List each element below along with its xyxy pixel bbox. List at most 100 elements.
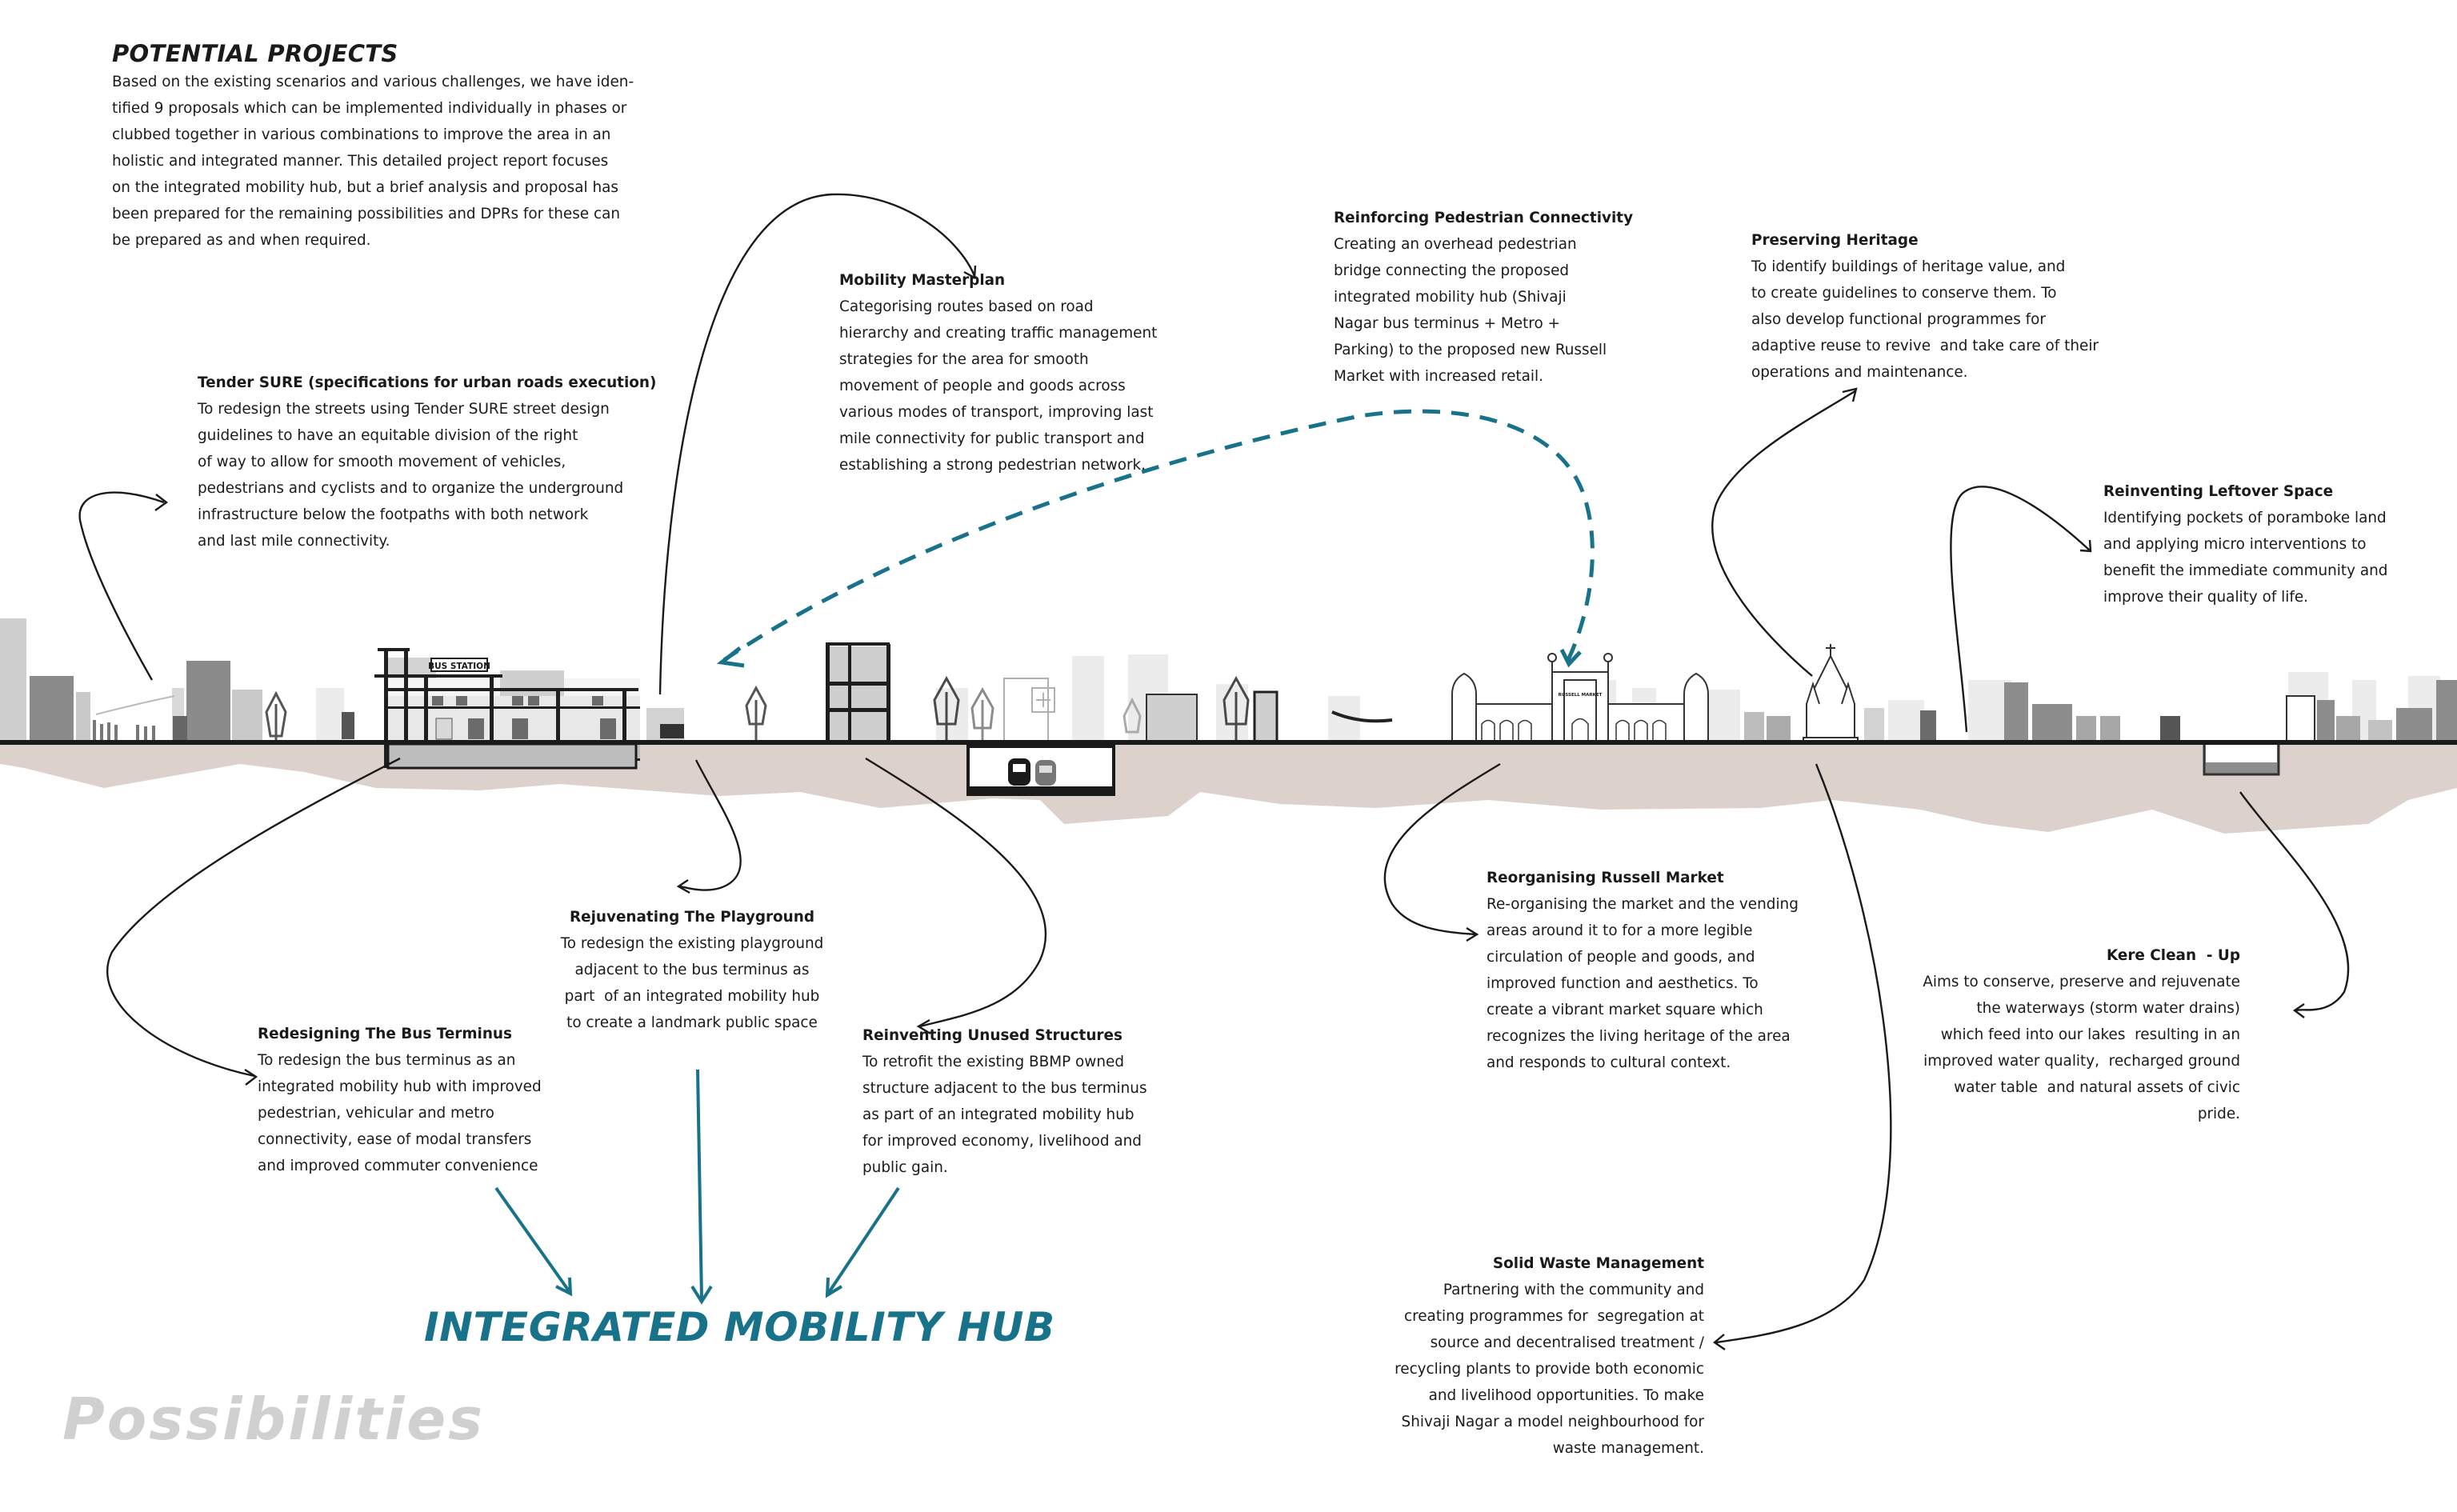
proposal-title: Kere Clean - Up xyxy=(2106,947,2240,964)
proposal-line: recycling plants to provide both economi… xyxy=(1395,1361,1704,1378)
proposal-line: structure adjacent to the bus terminus xyxy=(862,1080,1147,1097)
proposal-line: to create a landmark public space xyxy=(566,1014,818,1031)
proposal-line: improved water quality, recharged ground xyxy=(1923,1053,2240,1070)
proposal-bus-terminus: Redesigning The Bus Terminus To redesign… xyxy=(258,1021,542,1179)
proposal-line: integrated mobility hub with improved xyxy=(258,1078,542,1095)
proposal-line: Categorising routes based on road xyxy=(839,298,1094,315)
proposal-title: Reinventing Unused Structures xyxy=(862,1027,1122,1044)
proposal-playground: Rejuvenating The Playground To redesign … xyxy=(560,904,824,1036)
storm-water-drain xyxy=(2203,745,2280,776)
proposal-line: mile connectivity for public transport a… xyxy=(839,430,1145,447)
bus-station-basement xyxy=(386,742,638,770)
proposal-line: bridge connecting the proposed xyxy=(1334,262,1570,279)
proposal-line: which feed into our lakes resulting in a… xyxy=(1940,1026,2240,1043)
proposal-title: Reorganising Russell Market xyxy=(1487,870,1724,886)
proposal-line: and livelihood opportunities. To make xyxy=(1428,1387,1704,1404)
proposal-line: creating programmes for segregation at xyxy=(1403,1308,1704,1325)
proposal-line: recognizes the living heritage of the ar… xyxy=(1487,1028,1791,1045)
proposal-title: Reinventing Leftover Space xyxy=(2103,483,2334,500)
proposal-russell-market: Reorganising Russell Market Re-organisin… xyxy=(1487,865,1799,1076)
intro-section: POTENTIAL PROJECTS Based on the existing… xyxy=(112,40,634,254)
proposal-line: also develop functional programmes for xyxy=(1751,311,2046,328)
proposal-title: Preserving Heritage xyxy=(1751,232,1919,249)
hospital-building xyxy=(1003,678,1055,743)
intro-line: Based on the existing scenarios and vari… xyxy=(112,74,634,90)
tree-icon xyxy=(745,685,767,744)
proposal-line: establishing a strong pedestrian network… xyxy=(839,457,1146,474)
proposal-line: hierarchy and creating traffic managemen… xyxy=(839,325,1158,342)
proposal-title: Reinforcing Pedestrian Connectivity xyxy=(1334,210,1634,226)
proposal-line: benefit the immediate community and xyxy=(2103,562,2388,579)
proposal-line: of way to allow for smooth movement of v… xyxy=(198,454,566,470)
proposal-line: and applying micro interventions to xyxy=(2103,536,2367,553)
proposal-line: Creating an overhead pedestrian xyxy=(1334,236,1577,253)
proposal-unused-structures: Reinventing Unused Structures To retrofi… xyxy=(862,1022,1147,1181)
proposal-line: infrastructure below the footpaths with … xyxy=(198,506,589,523)
proposal-solid-waste: Solid Waste Management Partnering with t… xyxy=(1384,1250,1704,1462)
proposal-line: water table and natural assets of civic xyxy=(1954,1079,2240,1096)
church-building xyxy=(1803,644,1859,745)
proposal-line: To redesign the streets using Tender SUR… xyxy=(198,401,610,418)
proposal-title: Redesigning The Bus Terminus xyxy=(258,1026,512,1042)
proposal-line: the waterways (storm water drains) xyxy=(1976,1000,2240,1017)
proposal-line: areas around it to for a more legible xyxy=(1487,922,1753,939)
proposal-line: connectivity, ease of modal transfers xyxy=(258,1131,532,1148)
integrated-mobility-hub-label: INTEGRATED MOBILITY HUB xyxy=(424,1304,1055,1350)
proposal-line: strategies for the area for smooth xyxy=(839,351,1089,368)
intro-line: been prepared for the remaining possibil… xyxy=(112,206,621,222)
proposal-line: various modes of transport, improving la… xyxy=(839,404,1154,421)
proposal-line: pedestrian, vehicular and metro xyxy=(258,1105,494,1122)
ground-line xyxy=(0,740,2457,745)
left-buildings xyxy=(0,618,262,744)
intro-line: holistic and integrated manner. This det… xyxy=(112,153,609,170)
proposal-mobility-masterplan: Mobility Masterplan Categorising routes … xyxy=(839,267,1157,478)
proposal-line: and responds to cultural context. xyxy=(1487,1054,1731,1071)
proposal-line: and improved commuter convenience xyxy=(258,1158,538,1174)
hub-arrows xyxy=(494,1069,900,1305)
proposal-line: pedestrians and cyclists and to organize… xyxy=(198,480,624,497)
intro-paragraph: Based on the existing scenarios and vari… xyxy=(112,69,634,254)
intro-line: be prepared as and when required. xyxy=(112,232,371,249)
proposal-line: part of an integrated mobility hub xyxy=(564,988,820,1005)
bus-station-sign: BUS STATION xyxy=(428,662,490,671)
proposal-title: Rejuvenating The Playground xyxy=(569,909,815,926)
metro-tunnel xyxy=(966,745,1115,796)
proposal-line: as part of an integrated mobility hub xyxy=(862,1106,1134,1123)
intro-line: clubbed together in various combinations… xyxy=(112,126,611,143)
proposal-title: Solid Waste Management xyxy=(1492,1255,1704,1272)
proposal-line: to create guidelines to conserve them. T… xyxy=(1751,285,2057,302)
proposal-line: Parking) to the proposed new Russell xyxy=(1334,342,1607,358)
tree-icon xyxy=(265,690,287,744)
proposal-leftover-space: Reinventing Leftover Space Identifying p… xyxy=(2103,478,2387,610)
proposal-line: public gain. xyxy=(862,1159,948,1176)
proposal-line: pride. xyxy=(2197,1106,2240,1122)
ground-profile xyxy=(0,744,2457,834)
proposal-title: Mobility Masterplan xyxy=(839,272,1006,289)
pedestrian-bridge-arrow xyxy=(716,409,1595,668)
proposal-line: adaptive reuse to revive and take care o… xyxy=(1751,338,2099,354)
proposal-line: improved function and aesthetics. To xyxy=(1487,975,1759,992)
proposal-line: Identifying pockets of poramboke land xyxy=(2103,510,2387,526)
proposal-line: Partnering with the community and xyxy=(1443,1282,1704,1298)
proposal-kere-clean-up: Kere Clean - Up Aims to conserve, preser… xyxy=(1920,942,2240,1127)
proposal-line: create a vibrant market square which xyxy=(1487,1002,1763,1018)
unused-structure-building xyxy=(826,642,890,744)
proposal-line: source and decentralised treatment / xyxy=(1430,1334,1704,1351)
street-vehicles xyxy=(173,708,684,740)
proposal-line: To redesign the existing playground xyxy=(560,935,824,952)
market-arches xyxy=(1481,718,1667,742)
trees-row xyxy=(933,675,1250,742)
proposal-line: Market with increased retail. xyxy=(1334,368,1543,385)
proposal-line: circulation of people and goods, and xyxy=(1487,949,1755,966)
proposal-line: waste management. xyxy=(1552,1440,1704,1457)
proposal-line: and last mile connectivity. xyxy=(198,533,390,550)
proposal-line: Shivaji Nagar a model neighbourhood for xyxy=(1401,1414,1704,1430)
proposal-line: operations and maintenance. xyxy=(1751,364,1968,381)
proposal-line: integrated mobility hub (Shivaji xyxy=(1334,289,1567,306)
proposal-title: Tender SURE (specifications for urban ro… xyxy=(198,374,657,391)
proposal-line: for improved economy, livelihood and xyxy=(862,1133,1142,1150)
intro-line: tified 9 proposals which can be implemen… xyxy=(112,100,627,117)
proposal-line: To redesign the bus terminus as an xyxy=(258,1052,516,1069)
proposal-pedestrian-connectivity: Reinforcing Pedestrian Connectivity Crea… xyxy=(1334,205,1633,390)
